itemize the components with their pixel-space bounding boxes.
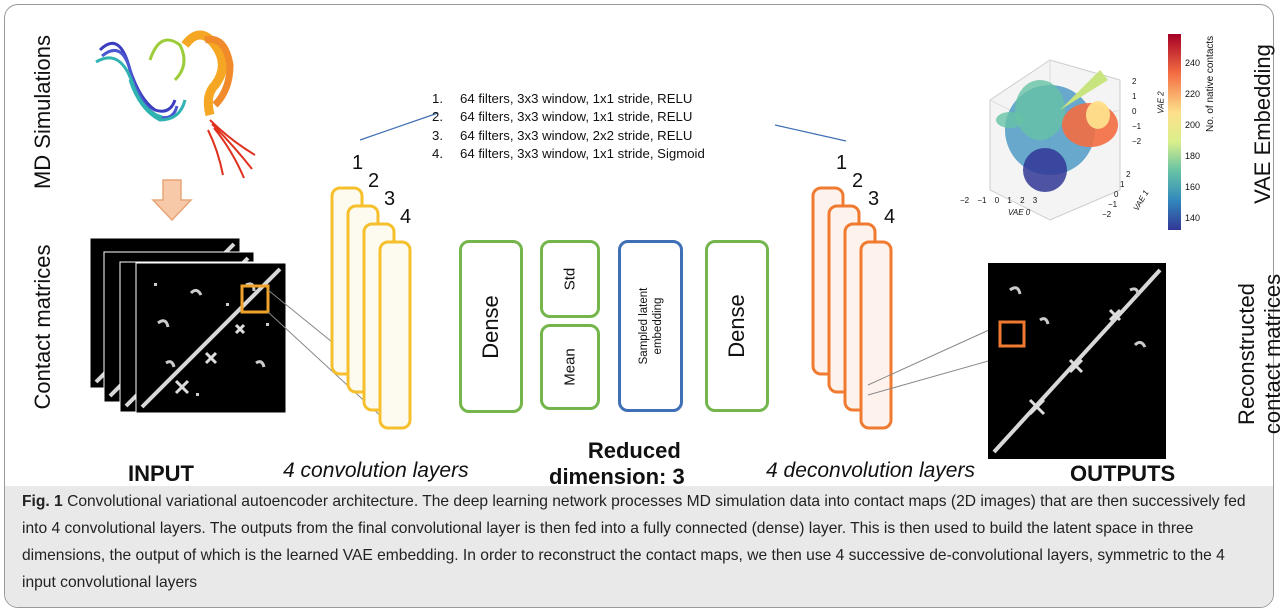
mean-block: Mean [540, 324, 600, 410]
conv-num-3: 3 [384, 188, 396, 210]
output-contact-map [988, 263, 1166, 459]
deconv-num-1: 1 [836, 152, 848, 174]
std-block: Std [540, 240, 600, 318]
filter-item-1: 1.64 filters, 3x3 window, 1x1 stride, RE… [432, 91, 693, 106]
deconv-layers [811, 186, 893, 430]
caption-fig-label: Fig. 1 [22, 493, 63, 510]
figure-caption: Fig. 1 Convolutional variational autoenc… [22, 488, 1262, 596]
protein-structure-image [95, 30, 256, 179]
caption-text: Convolutional variational autoencoder ar… [22, 493, 1246, 591]
deconv-num-2: 2 [852, 170, 864, 192]
dense-left-block: Dense [459, 240, 523, 413]
reconstructed-label: Reconstructed contact matrices [1234, 244, 1282, 464]
figure-frame [4, 4, 1274, 608]
caption-background [5, 486, 1273, 607]
reduced-line2: dimension: 3 [549, 464, 685, 489]
reconstructed-line2: contact matrices [1260, 273, 1282, 435]
colorbar-label: No. of native contacts [1205, 35, 1216, 132]
mean-label: Mean [561, 348, 579, 386]
reduced-line1: Reduced [587, 438, 681, 463]
filter-item-4: 4.64 filters, 3x3 window, 1x1 stride, Si… [432, 145, 705, 161]
outputs-label: OUTPUTS [1070, 461, 1176, 486]
vae-scatter-3d [989, 34, 1181, 230]
deconv-num-4: 4 [884, 206, 896, 228]
reduced-dimension-label: Reduced dimension: 3 [549, 438, 685, 490]
x-ticks: −2 −1 0 1 2 3 [960, 196, 1038, 205]
reconstructed-line1: Reconstructed [1234, 283, 1259, 425]
vae-embedding-label: VAE Embedding [1250, 44, 1275, 204]
conv-layers [330, 186, 412, 430]
dense-right-label: Dense [724, 294, 749, 358]
conv-num-4: 4 [400, 206, 412, 228]
dense-right-block: Dense [705, 240, 769, 412]
input-label: INPUT [128, 461, 194, 486]
filter-list: 1.64 filters, 3x3 window, 1x1 stride, RE… [430, 90, 705, 163]
input-contact-maps [88, 236, 288, 415]
deconv-layers-label: 4 deconvolution layers [766, 459, 975, 482]
dense-left-label: Dense [478, 294, 503, 359]
axis-label-vae2: VAE 2 [1156, 91, 1166, 114]
conv-num-2: 2 [368, 170, 380, 192]
filter-item-2: 2.64 filters, 3x3 window, 1x1 stride, RE… [432, 109, 693, 125]
conv-layers-label: 4 convolution layers [283, 459, 469, 482]
deconv-num-3: 3 [868, 188, 880, 210]
down-arrow-icon [151, 179, 193, 222]
conv-num-1: 1 [352, 152, 364, 174]
std-label: Std [561, 267, 579, 291]
axis-label-vae0: VAE 0 [1008, 208, 1031, 217]
filter-item-3: 3.64 filters, 3x3 window, 2x2 stride, RE… [432, 127, 693, 143]
contact-matrices-label: Contact matrices [30, 244, 55, 410]
md-simulations-label: MD Simulations [30, 34, 55, 190]
